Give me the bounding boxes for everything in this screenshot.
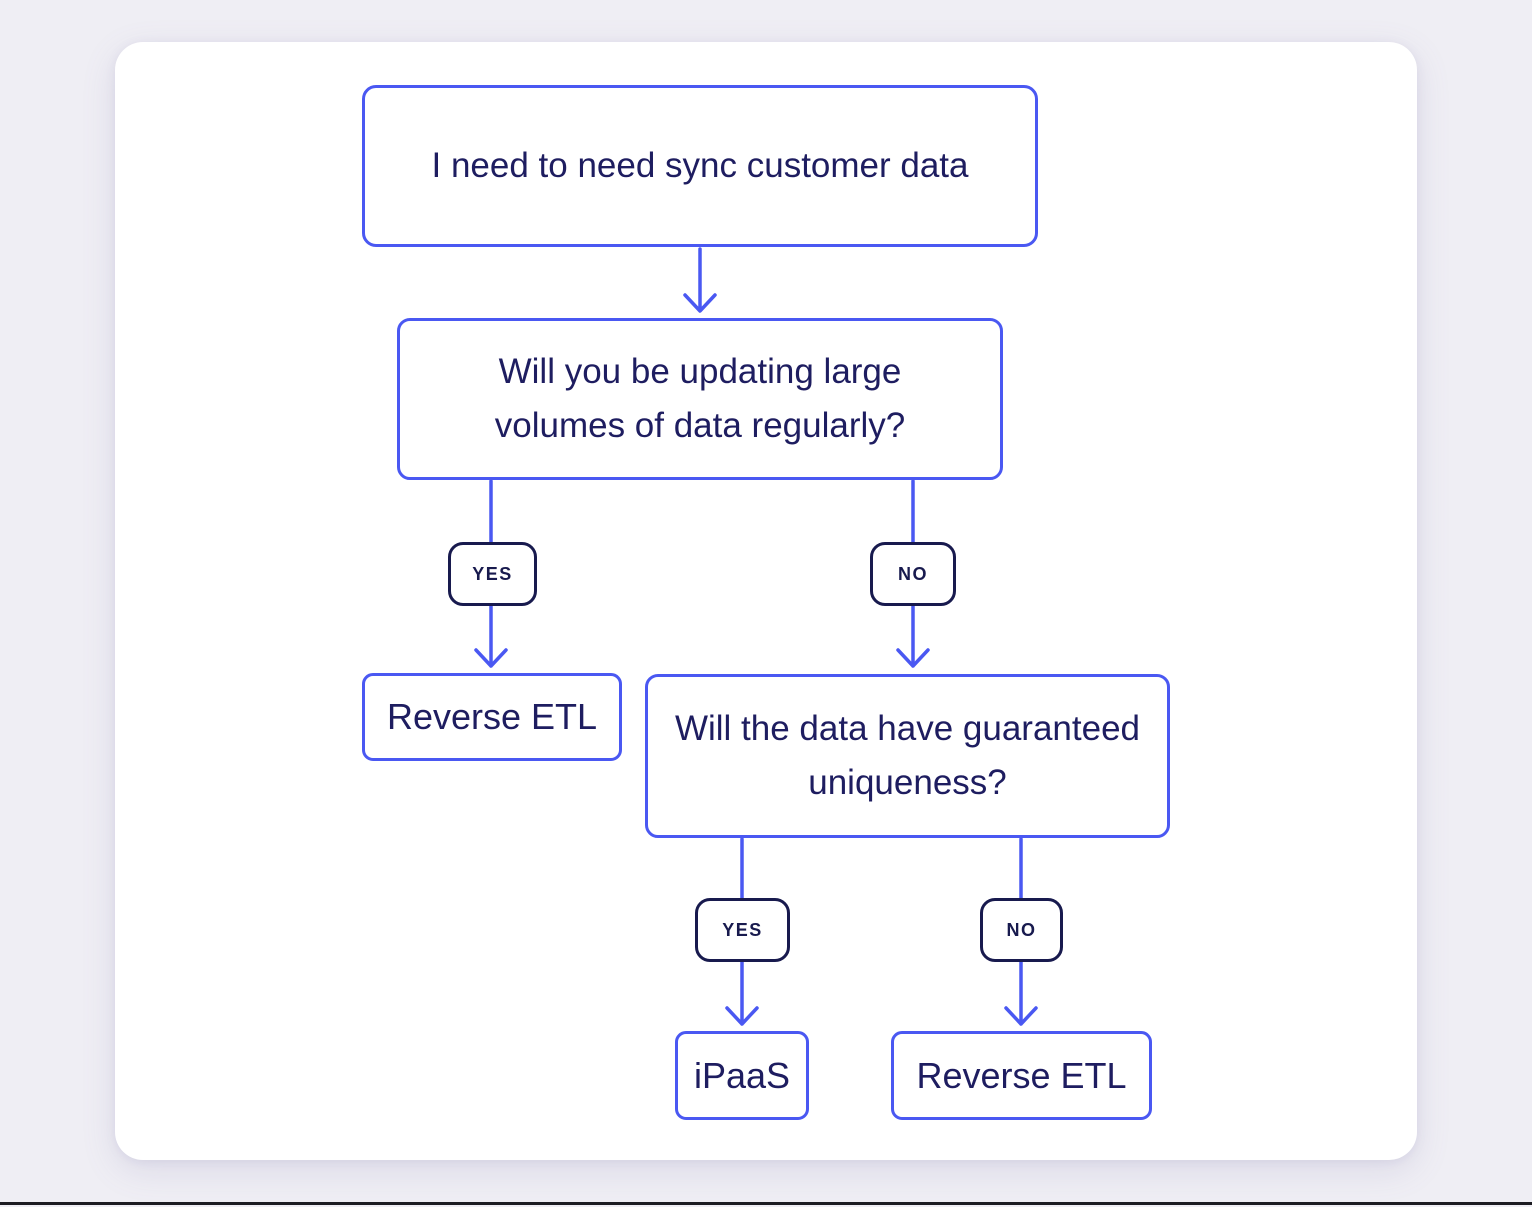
flow-node-question-volume-label: Will you be updating large volumes of da…	[494, 351, 906, 445]
branch-badge-volume-no-label: NO	[898, 563, 928, 584]
flow-node-outcome-ipaas-label: iPaaS	[693, 1054, 791, 1096]
branch-badge-uniqueness-no-label: NO	[1006, 919, 1037, 940]
branch-badge-uniqueness-yes-label: YES	[722, 919, 763, 940]
branch-badge-volume-yes: YES	[448, 542, 537, 606]
flow-node-outcome-ipaas: iPaaS	[675, 1031, 809, 1120]
branch-badge-uniqueness-no: NO	[980, 898, 1063, 962]
flow-node-start: I need to need sync customer data	[362, 85, 1038, 247]
flow-node-question-uniqueness: Will the data have guaranteed uniqueness…	[645, 674, 1170, 838]
flow-node-question-uniqueness-label: Will the data have guaranteed uniqueness…	[674, 708, 1141, 802]
flow-node-question-volume: Will you be updating large volumes of da…	[397, 318, 1003, 480]
flow-node-outcome-reverse-etl-left-label: Reverse ETL	[386, 696, 598, 737]
flow-node-start-label: I need to need sync customer data	[431, 145, 969, 185]
page-bottom-rule	[0, 1202, 1532, 1205]
branch-badge-volume-yes-label: YES	[472, 563, 513, 584]
flow-node-outcome-reverse-etl-left: Reverse ETL	[362, 673, 622, 761]
branch-badge-volume-no: NO	[870, 542, 956, 606]
flow-node-outcome-reverse-etl-right: Reverse ETL	[891, 1031, 1152, 1120]
flow-node-outcome-reverse-etl-right-label: Reverse ETL	[916, 1054, 1127, 1096]
branch-badge-uniqueness-yes: YES	[695, 898, 790, 962]
